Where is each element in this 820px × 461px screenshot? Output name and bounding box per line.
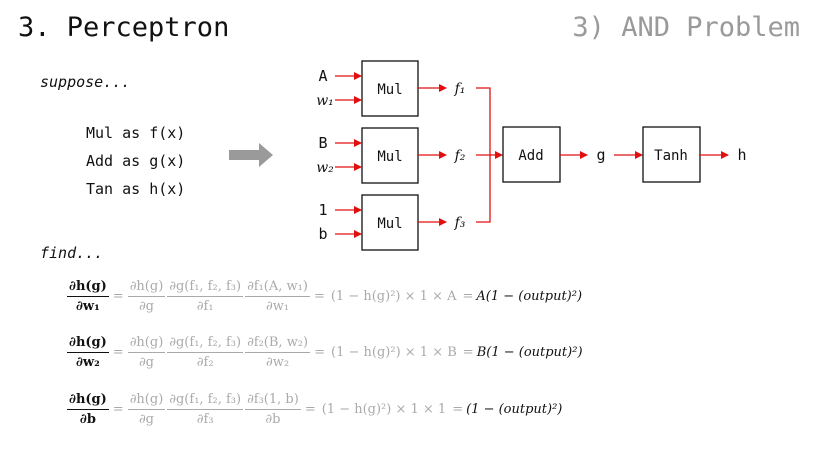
input-b: B — [318, 134, 327, 152]
mul-box-2 — [361, 127, 419, 184]
tanh-box — [642, 126, 701, 183]
lhs-fraction: ∂h(g)∂b — [67, 392, 109, 427]
label-f1: f₁ — [454, 81, 466, 97]
equation-b: ∂h(g)∂b=∂h(g)∂g∂g(f₁, f₂, f₃)∂f₃∂f₃(1, b… — [67, 392, 563, 427]
term-dg-df: ∂g(f₁, f₂, f₃)∂f₂ — [167, 335, 244, 370]
page-title: 3. Perceptron — [18, 12, 230, 43]
definition-mul: Mul as f(x) — [86, 124, 186, 142]
lhs-fraction: ∂h(g)∂w₁ — [67, 279, 109, 314]
definition-add: Add as g(x) — [86, 152, 186, 170]
mul-label-2: Mul — [377, 149, 402, 165]
add-label: Add — [518, 148, 543, 164]
expression: (1 − h(g)²) × 1 × 1 — [321, 402, 447, 417]
label-h: h — [737, 146, 746, 164]
big-arrow-icon — [229, 143, 273, 167]
term-dh-dg: ∂h(g)∂g — [127, 392, 166, 427]
term-dg-df: ∂g(f₁, f₂, f₃)∂f₁ — [167, 279, 244, 314]
term-dh-dg: ∂h(g)∂g — [127, 335, 166, 370]
tanh-label: Tanh — [654, 148, 688, 164]
connector-f1 — [476, 87, 491, 155]
input-one: 1 — [318, 201, 327, 219]
label-f2: f₂ — [454, 148, 466, 164]
perceptron-diagram: A w₁ B w₂ 1 b Mul Mul Mul f₁ f₂ f₃ Add g… — [229, 60, 747, 251]
mul-box-1 — [361, 60, 419, 117]
equation-w1: ∂h(g)∂w₁=∂h(g)∂g∂g(f₁, f₂, f₃)∂f₁∂f₁(A, … — [67, 279, 583, 314]
expression: (1 − h(g)²) × 1 × B — [331, 345, 457, 360]
definition-tan: Tan as h(x) — [86, 180, 186, 198]
definitions-list: Mul as f(x) Add as g(x) Tan as h(x) — [86, 119, 185, 203]
find-label: find... — [40, 244, 104, 262]
input-w1: w₁ — [316, 93, 334, 109]
input-a: A — [318, 67, 327, 85]
suppose-label: suppose... — [40, 73, 131, 91]
result: B(1 − (output)²) — [476, 345, 583, 360]
term-df-dw: ∂f₁(A, w₁)∂w₁ — [245, 279, 310, 314]
expression: (1 − h(g)²) × 1 × A — [330, 289, 457, 304]
lhs-fraction: ∂h(g)∂w₂ — [67, 335, 109, 370]
result: A(1 − (output)²) — [476, 289, 583, 304]
result: (1 − (output)²) — [466, 402, 563, 417]
input-bias: b — [318, 225, 327, 243]
equation-w2: ∂h(g)∂w₂=∂h(g)∂g∂g(f₁, f₂, f₃)∂f₂∂f₂(B, … — [67, 335, 583, 370]
label-f3: f₃ — [454, 215, 466, 231]
section-subtitle: 3) AND Problem — [572, 12, 800, 43]
term-dh-dg: ∂h(g)∂g — [127, 279, 166, 314]
mul-label-3: Mul — [377, 216, 402, 232]
term-df-dw: ∂f₂(B, w₂)∂w₂ — [245, 335, 311, 370]
mul-label-1: Mul — [377, 82, 402, 98]
label-g: g — [596, 146, 605, 164]
connector-f3 — [476, 155, 491, 223]
term-dg-df: ∂g(f₁, f₂, f₃)∂f₃ — [167, 392, 244, 427]
term-df-db: ∂f₃(1, b)∂b — [245, 392, 301, 427]
input-w2: w₂ — [316, 160, 334, 176]
